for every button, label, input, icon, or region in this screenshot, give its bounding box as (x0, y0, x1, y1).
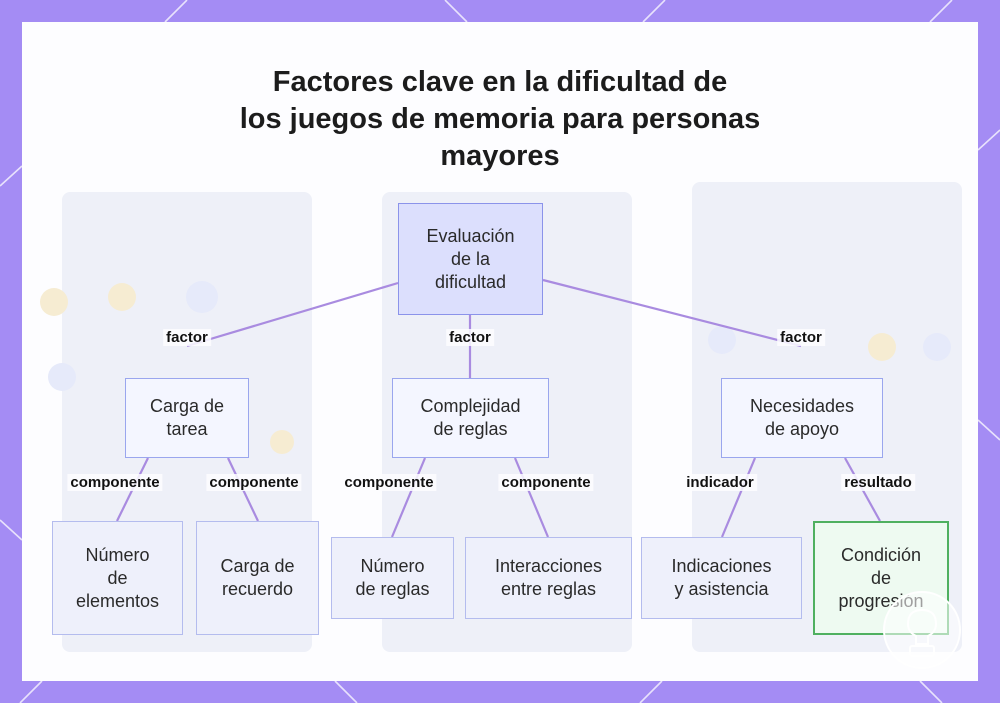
watermark-logo-icon (883, 591, 961, 669)
node-label: Necesidades de apoyo (749, 396, 855, 439)
diagram-title: Factores clave en la dificultad de los j… (239, 66, 761, 172)
node-label: Indicaciones y asistencia (671, 556, 772, 599)
node-evaluacion-dificultad: Evaluación de la dificultad (398, 203, 543, 315)
edge-complejidad-numero (390, 457, 427, 538)
edge-label-componente-interacciones: componente (498, 474, 594, 491)
edge-necesidades-indicaciones (720, 457, 757, 538)
edge-label-factor-necesidades: factor (777, 329, 825, 346)
edge-root-necesidades (542, 278, 802, 348)
edge-label-indicador: indicador (683, 474, 757, 491)
edge-label-factor-complejidad: factor (446, 329, 494, 346)
edge-label-resultado: resultado (841, 474, 915, 491)
node-label: Evaluación de la dificultad (426, 225, 515, 292)
node-label: Interacciones entre reglas (494, 556, 603, 599)
edge-complejidad-interacciones (513, 457, 550, 538)
node-label: Número de elementos (75, 544, 160, 611)
node-label: Carga de tarea (149, 396, 225, 439)
node-numero-de-reglas: Número de reglas (331, 537, 454, 619)
edge-label-componente-carga-recuerdo: componente (206, 474, 302, 491)
node-necesidades-de-apoyo: Necesidades de apoyo (721, 378, 883, 458)
node-indicaciones-y-asistencia: Indicaciones y asistencia (641, 537, 802, 619)
node-interacciones-entre-reglas: Interacciones entre reglas (465, 537, 632, 619)
node-complejidad-de-reglas: Complejidad de reglas (392, 378, 549, 458)
edge-label-componente-numero-elementos: componente (67, 474, 163, 491)
node-label: Número de reglas (355, 556, 430, 599)
node-carga-de-tarea: Carga de tarea (125, 378, 249, 458)
edge-label-componente-numero-reglas: componente (341, 474, 437, 491)
node-label: Complejidad de reglas (420, 396, 521, 439)
edge-root-carga (186, 281, 399, 348)
node-label: Carga de recuerdo (220, 556, 295, 599)
edge-label-factor-carga: factor (163, 329, 211, 346)
node-carga-de-recuerdo: Carga de recuerdo (196, 521, 319, 635)
node-numero-de-elementos: Número de elementos (52, 521, 183, 635)
